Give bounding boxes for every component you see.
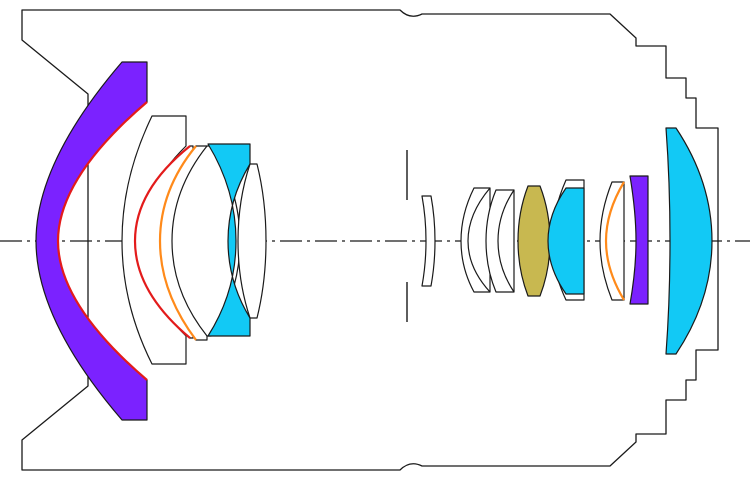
biconcave-element	[207, 143, 251, 337]
purple-plano-element	[629, 175, 649, 305]
small-element	[421, 195, 436, 287]
thin-element	[237, 163, 267, 319]
meniscus-orange	[599, 181, 625, 301]
third-meniscus-coating	[133, 145, 191, 339]
rear-group-meniscus-1	[460, 187, 491, 293]
rear-group-meniscus-2	[485, 189, 515, 293]
biconvex-olive-element	[517, 185, 551, 297]
fourth-meniscus-coating	[158, 145, 197, 341]
rear-group-meniscus-2-inner	[497, 189, 515, 293]
lens-barrel-outline	[21, 9, 719, 471]
cyan-meniscus	[547, 187, 585, 295]
front-meniscus-coating	[56, 101, 148, 381]
meniscus-orange-coating	[604, 181, 625, 301]
rear-cyan-element	[665, 127, 713, 355]
rear-group-meniscus-1-inner	[467, 187, 491, 293]
